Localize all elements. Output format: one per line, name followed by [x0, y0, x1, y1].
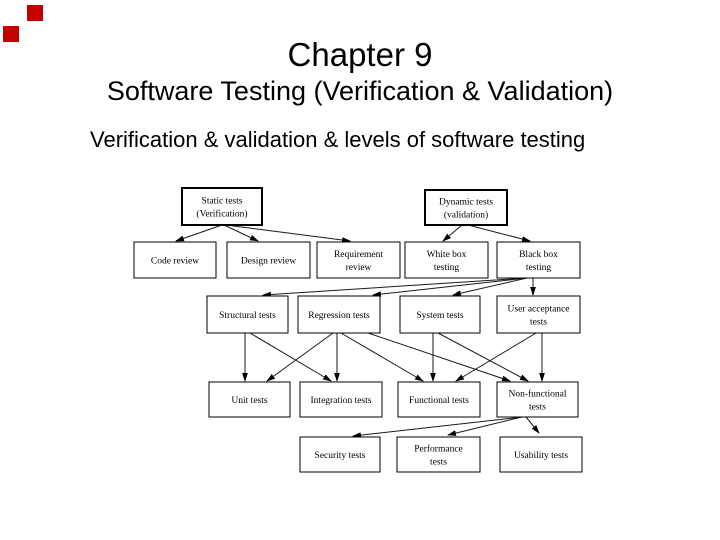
node-functional-tests: Functional tests — [397, 381, 481, 418]
red-square-left — [3, 26, 19, 42]
node-label-regression-tests: Regression tests — [308, 311, 370, 321]
node-usability-tests: Usability tests — [499, 436, 583, 473]
node-design-review: Design review — [226, 241, 311, 279]
edge-non-functional-tests-to-security-tests — [352, 416, 523, 438]
edge-black-box-testing-to-system-tests — [452, 277, 528, 297]
node-dynamic-tests: Dynamic tests(validation) — [424, 189, 508, 226]
edge-static-tests-to-requirement-review — [225, 224, 351, 243]
slide-title: Chapter 9 — [287, 36, 433, 73]
edge-dynamic-tests-to-white-box-testing — [442, 224, 463, 242]
slide-subtitle: Software Testing (Verification & Validat… — [106, 76, 614, 106]
node-security-tests: Security tests — [299, 436, 381, 473]
edge-non-functional-tests-to-usability-tests — [525, 416, 540, 434]
edge-user-acceptance-tests-to-functional-tests — [455, 332, 537, 382]
node-label-unit-tests: Unit tests — [231, 396, 267, 406]
red-square-top — [27, 5, 43, 21]
edge-regression-tests-to-non-functional-tests — [367, 332, 511, 382]
node-label-structural-tests: Structural tests — [219, 311, 276, 321]
node-structural-tests: Structural tests — [206, 295, 289, 334]
edge-structural-tests-to-integration-tests — [249, 332, 332, 382]
slide-heading: Verification & validation & levels of so… — [90, 127, 586, 152]
node-label-security-tests: Security tests — [315, 451, 366, 461]
edge-black-box-testing-to-structural-tests — [262, 277, 528, 298]
edge-regression-tests-to-functional-tests — [340, 332, 424, 382]
node-label-code-review: Code review — [151, 257, 199, 267]
node-label-static-tests: Static tests(Verification) — [196, 197, 247, 220]
node-regression-tests: Regression tests — [297, 295, 381, 334]
node-label-dynamic-tests: Dynamic tests(validation) — [439, 198, 493, 221]
node-label-design-review: Design review — [241, 257, 296, 267]
edge-non-functional-tests-to-performance-tests — [447, 416, 523, 436]
node-integration-tests: Integration tests — [299, 381, 383, 418]
node-code-review: Code review — [133, 241, 217, 279]
edge-system-tests-to-non-functional-tests — [437, 332, 529, 382]
node-label-system-tests: System tests — [416, 311, 464, 321]
edge-dynamic-tests-to-black-box-testing — [467, 224, 531, 242]
edge-regression-tests-to-unit-tests — [266, 332, 334, 382]
edge-static-tests-to-design-review — [223, 224, 259, 242]
edge-black-box-testing-to-regression-tests — [372, 277, 528, 298]
node-label-functional-tests: Functional tests — [409, 396, 469, 406]
node-static-tests: Static tests(Verification) — [181, 187, 263, 226]
node-label-usability-tests: Usability tests — [514, 451, 568, 461]
node-label-integration-tests: Integration tests — [311, 396, 372, 406]
node-system-tests: System tests — [399, 295, 481, 334]
edge-static-tests-to-code-review — [175, 224, 223, 242]
node-unit-tests: Unit tests — [208, 381, 291, 418]
